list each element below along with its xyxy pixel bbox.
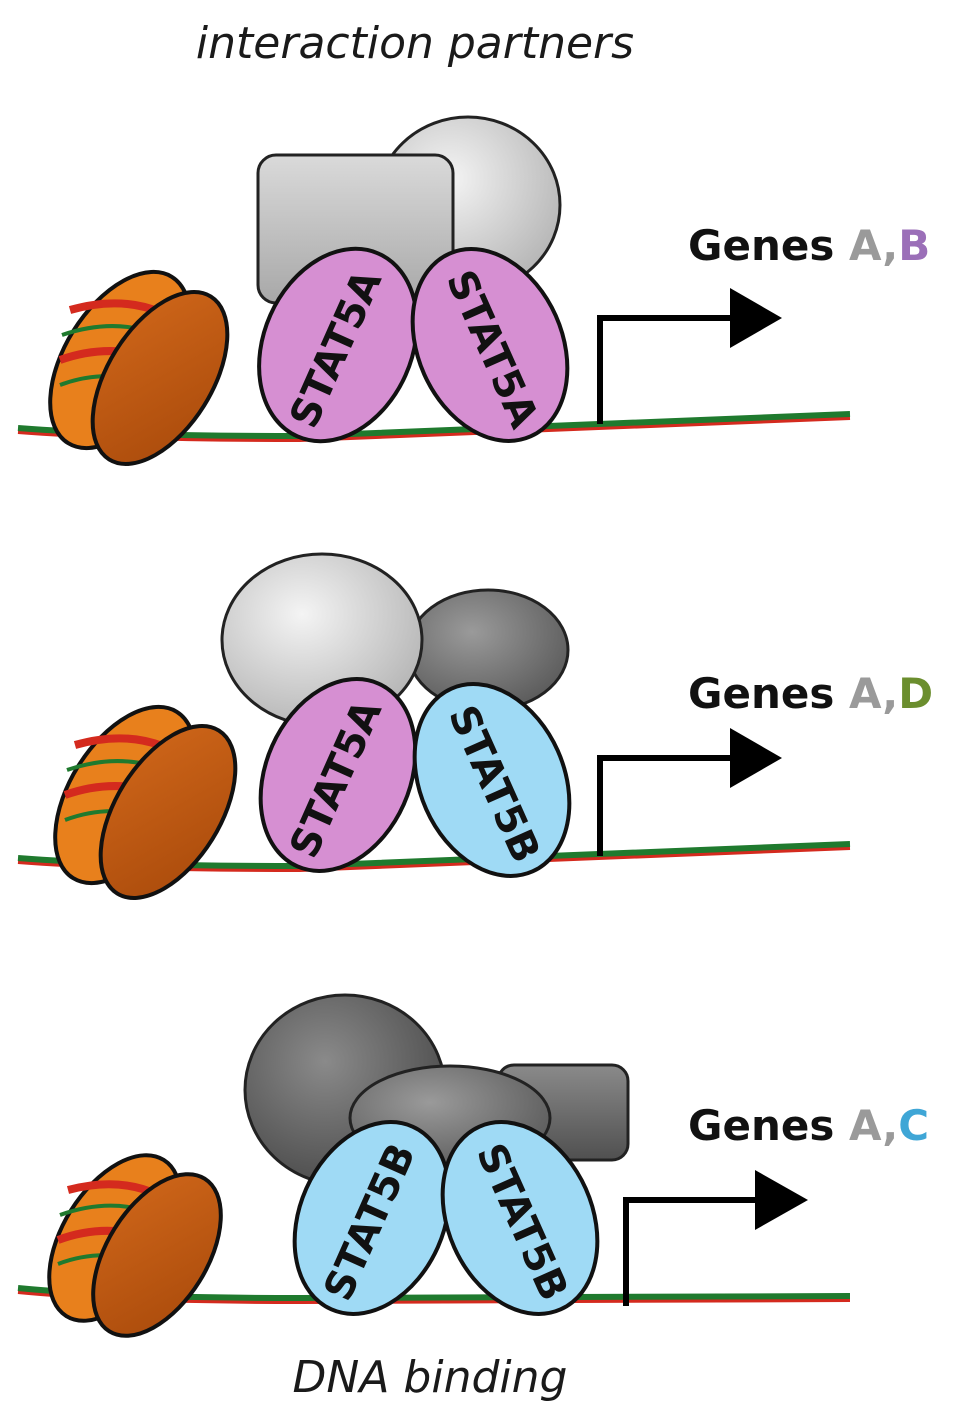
gene-first: A xyxy=(849,669,882,718)
gene-sep: , xyxy=(882,1101,898,1150)
gene-second: C xyxy=(898,1101,929,1150)
panel-1: STAT5A STAT5A Genes A,B xyxy=(17,115,930,466)
panel-2: STAT5A STAT5B Genes A,D xyxy=(17,552,933,900)
gene-sep: , xyxy=(882,669,898,718)
header-label: interaction partners xyxy=(196,18,634,69)
gene-second: D xyxy=(898,669,933,718)
transcription-arrow-head xyxy=(730,728,782,788)
nucleosome xyxy=(48,269,230,466)
footer-label: DNA binding xyxy=(293,1352,568,1403)
stat-right: STAT5B xyxy=(412,682,572,878)
stat-right: STAT5A xyxy=(410,247,570,443)
stat-left: STAT5A xyxy=(257,246,419,444)
stat-left: STAT5B xyxy=(292,1120,452,1316)
nucleosome xyxy=(47,1153,223,1338)
genes-word: Genes xyxy=(688,221,834,270)
stat-left: STAT5A xyxy=(258,677,418,873)
gene-second: B xyxy=(898,221,930,270)
genes-label: Genes A,C xyxy=(688,1101,929,1150)
genes-word: Genes xyxy=(688,669,834,718)
gene-first: A xyxy=(849,221,882,270)
panel-3: STAT5B STAT5B Genes A,C xyxy=(17,993,929,1338)
genes-label: Genes A,B xyxy=(688,221,930,270)
transcription-arrow-shaft xyxy=(597,755,735,856)
gene-sep: , xyxy=(882,221,898,270)
nucleosome xyxy=(53,704,238,900)
genes-word: Genes xyxy=(688,1101,834,1150)
transcription-arrow-shaft xyxy=(623,1197,760,1306)
transcription-arrow-head xyxy=(730,288,782,348)
stat-right: STAT5B xyxy=(440,1120,600,1316)
genes-label: Genes A,D xyxy=(688,669,933,718)
transcription-arrow-head xyxy=(755,1170,808,1230)
transcription-arrow-shaft xyxy=(597,315,735,424)
gene-first: A xyxy=(849,1101,882,1150)
